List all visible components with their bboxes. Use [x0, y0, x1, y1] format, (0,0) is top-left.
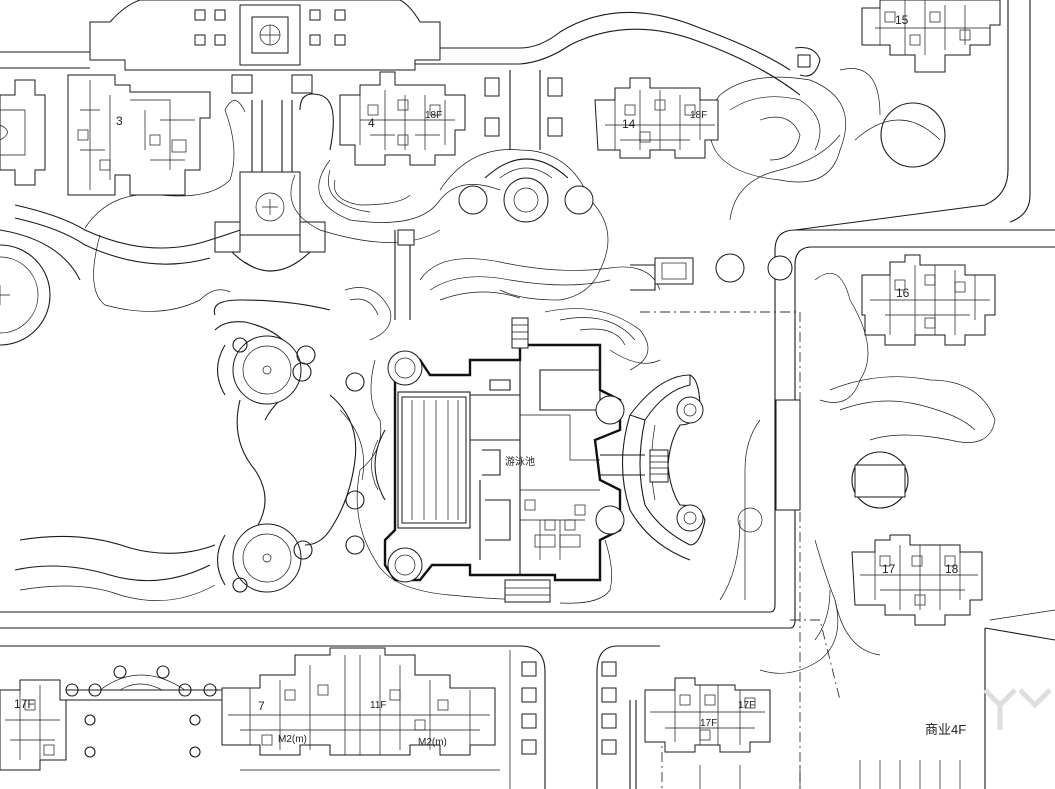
bottom-plaza: 商业4F — [65, 650, 966, 789]
area-label-m2: M2(m) — [418, 737, 447, 748]
pool-label: 游泳池 — [505, 455, 535, 468]
building-label-17: 17 — [882, 562, 896, 576]
building-label-14: 14 — [622, 117, 636, 131]
commercial-label: 商业4F — [925, 722, 966, 737]
watermark-mark — [983, 688, 1052, 730]
area-label-m1: M2(m) — [278, 734, 307, 745]
building-label-16: 16 — [896, 286, 910, 300]
building-label-4: 4 — [368, 116, 375, 130]
amphitheatre — [600, 374, 706, 561]
residential-blocks: 3 4 18F 14 18F 15 16 17 18 — [0, 0, 1001, 771]
building-label-18f-b: 18F — [690, 110, 707, 121]
building-label-3: 3 — [116, 114, 123, 128]
clubhouse-building: 游泳池 — [371, 317, 625, 603]
round-gazebos — [216, 70, 909, 593]
building-label-7: 7 — [258, 699, 265, 713]
building-label-18: 18 — [945, 562, 959, 576]
building-label-17f-b: 17F — [700, 718, 717, 729]
building-label-17f-c: 17F — [738, 700, 755, 711]
building-label-18f: 18F — [425, 110, 442, 121]
left-pavilion — [0, 79, 81, 346]
building-label-17f-a: 17F — [14, 697, 35, 711]
building-label-15: 15 — [895, 13, 909, 27]
top-pavilion — [89, 0, 441, 272]
building-label-11f: 11F — [370, 700, 387, 711]
